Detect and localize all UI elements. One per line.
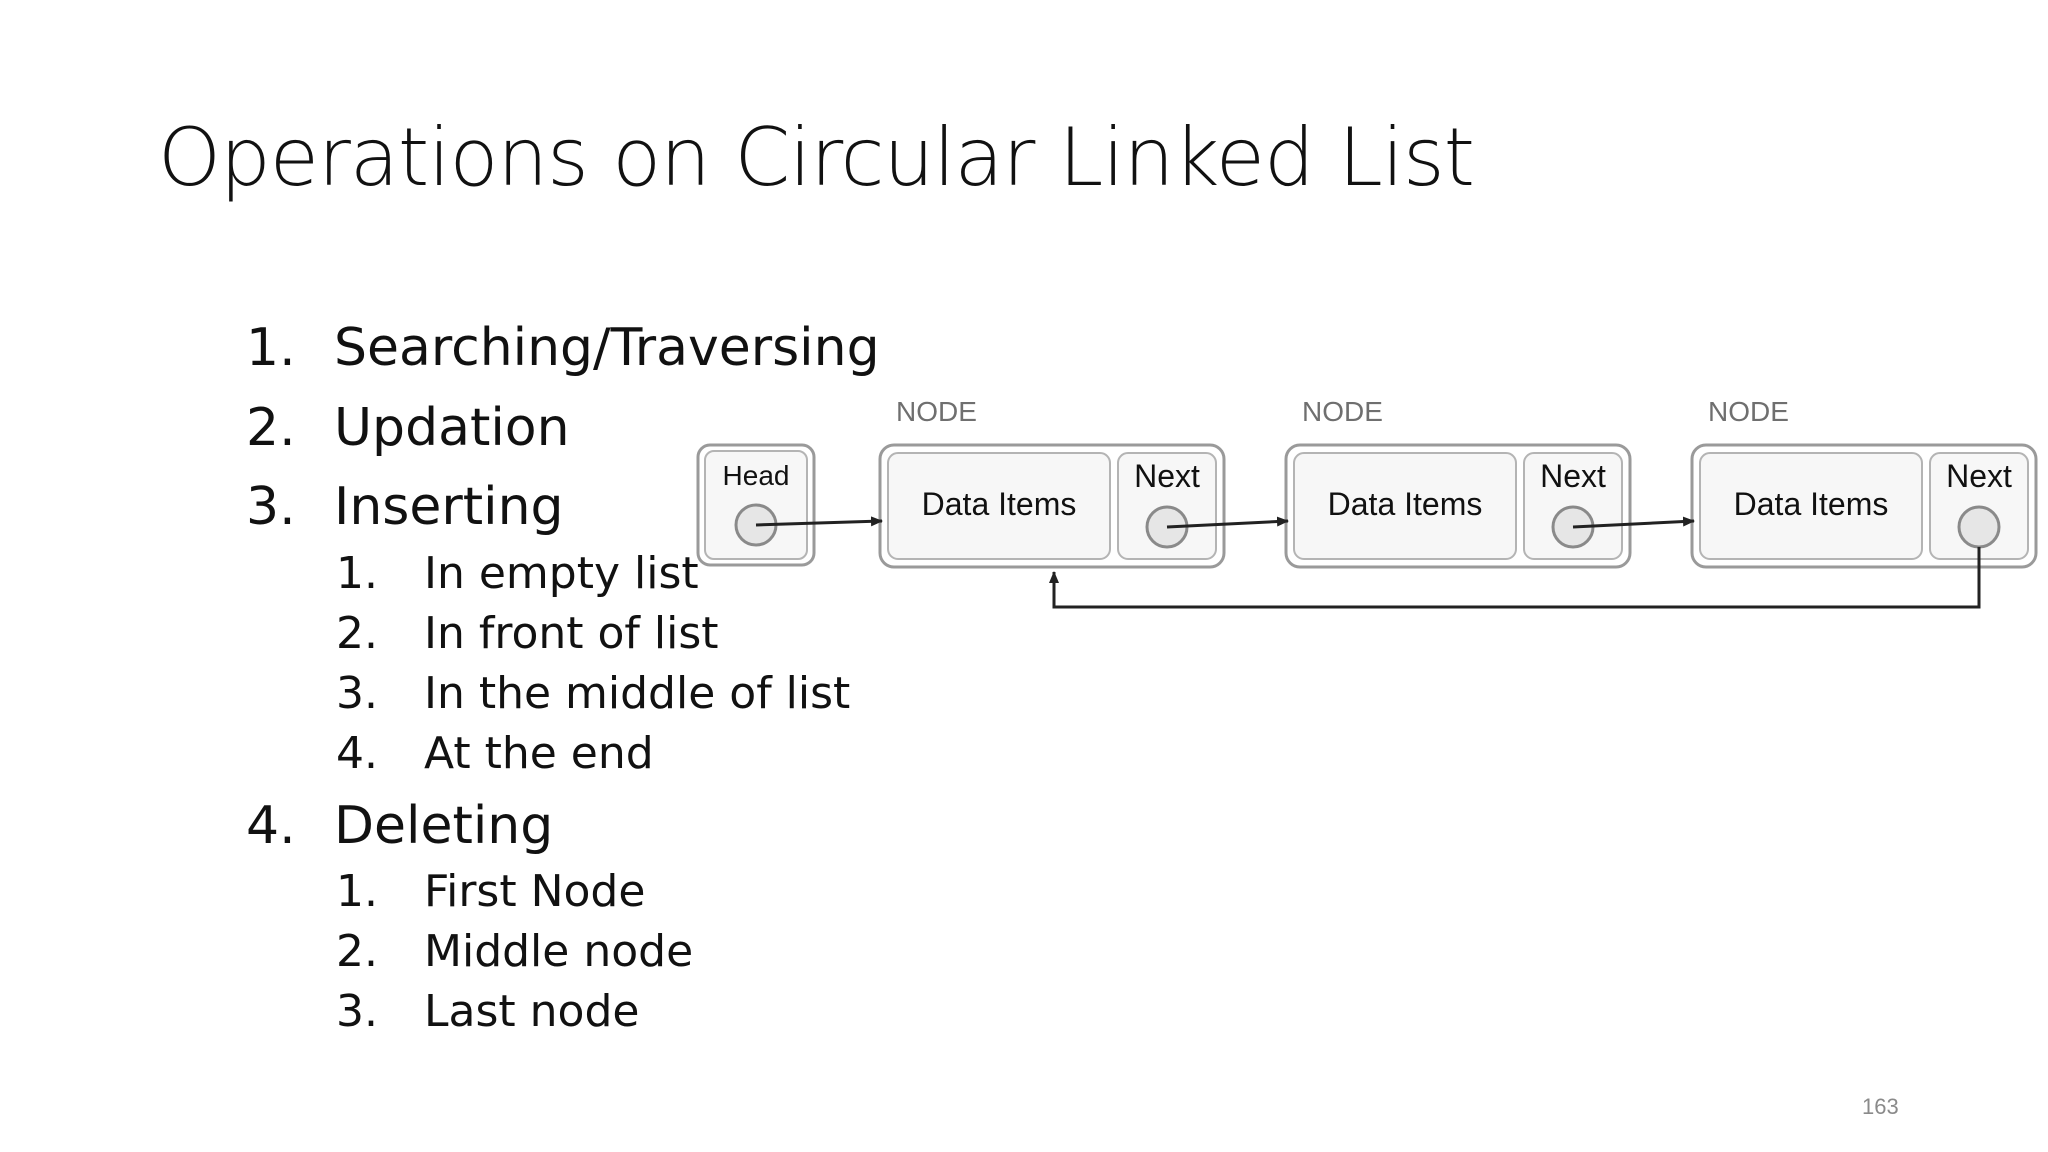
sub-operation-label: First Node	[424, 866, 646, 917]
operation-item: 4. Deleting	[246, 796, 946, 856]
next-pointer-circle	[1957, 505, 2001, 549]
data-field	[1699, 452, 1923, 560]
sub-operation-item: 1. First Node	[336, 867, 936, 917]
sub-operation-label: In empty list	[424, 548, 699, 599]
sub-operation-number: 2.	[336, 926, 378, 977]
sub-operation-item: 3. In the middle of list	[336, 669, 936, 719]
sub-operation-number: 4.	[336, 728, 378, 779]
head-to-node-arrow	[755, 516, 883, 527]
operation-item: 2. Updation	[246, 398, 946, 458]
next-label: Next	[1946, 458, 2012, 494]
operation-number: 3.	[246, 477, 296, 537]
node1-to-node2-arrow	[1166, 516, 1289, 529]
sub-operation-number: 3.	[336, 668, 378, 719]
operation-number: 4.	[246, 796, 296, 856]
node-caption: NODE	[1708, 396, 1789, 427]
operation-label: Deleting	[334, 796, 554, 856]
operation-number: 2.	[246, 398, 296, 458]
sub-operation-number: 1.	[336, 548, 378, 599]
list-node: NODE Data Items Next	[878, 396, 1226, 569]
sub-operation-item: 4. At the end	[336, 729, 936, 779]
sub-operation-label: In the middle of list	[424, 668, 851, 719]
data-items-label: Data Items	[922, 486, 1077, 522]
data-field	[1293, 452, 1517, 560]
data-items-label: Data Items	[1734, 486, 1889, 522]
operation-label: Searching/Traversing	[334, 318, 880, 378]
node2-to-node3-arrow	[1572, 516, 1695, 529]
next-label: Next	[1134, 458, 1200, 494]
data-field	[887, 452, 1111, 560]
list-node: NODE Data Items Next	[1284, 396, 1632, 569]
operation-label: Updation	[334, 398, 570, 458]
sub-operation-number: 1.	[336, 866, 378, 917]
sub-operation-label: In front of list	[424, 608, 719, 659]
operation-number: 1.	[246, 318, 296, 378]
sub-operation-label: At the end	[424, 728, 654, 779]
node-caption: NODE	[1302, 396, 1383, 427]
slide-title: Operations on Circular Linked List	[158, 111, 1475, 204]
data-items-label: Data Items	[1328, 486, 1483, 522]
sub-operation-item: 1. In empty list	[336, 549, 936, 599]
page-number: 163	[1862, 1094, 1899, 1119]
list-node: NODE Data Items Next	[1690, 396, 2038, 569]
node-caption: NODE	[896, 396, 977, 427]
sub-operation-number: 3.	[336, 986, 378, 1037]
sub-operation-item: 3. Last node	[336, 987, 936, 1037]
sub-operation-label: Last node	[424, 986, 640, 1037]
next-label: Next	[1540, 458, 1606, 494]
sub-operation-label: Middle node	[424, 926, 694, 977]
sub-operation-number: 2.	[336, 608, 378, 659]
head-label: Head	[723, 460, 790, 491]
operation-item: 3. Inserting	[246, 477, 946, 537]
circular-return-arrow	[1049, 547, 1981, 609]
circular-linked-list-diagram: Head NODE Data Items Next NODE Data Item…	[696, 396, 2038, 609]
sub-operation-item: 2. In front of list	[336, 609, 936, 659]
operation-label: Inserting	[334, 477, 564, 537]
sub-operation-item: 2. Middle node	[336, 927, 936, 977]
operation-item: 1. Searching/Traversing	[246, 318, 946, 378]
head-pointer: Head	[696, 443, 816, 567]
